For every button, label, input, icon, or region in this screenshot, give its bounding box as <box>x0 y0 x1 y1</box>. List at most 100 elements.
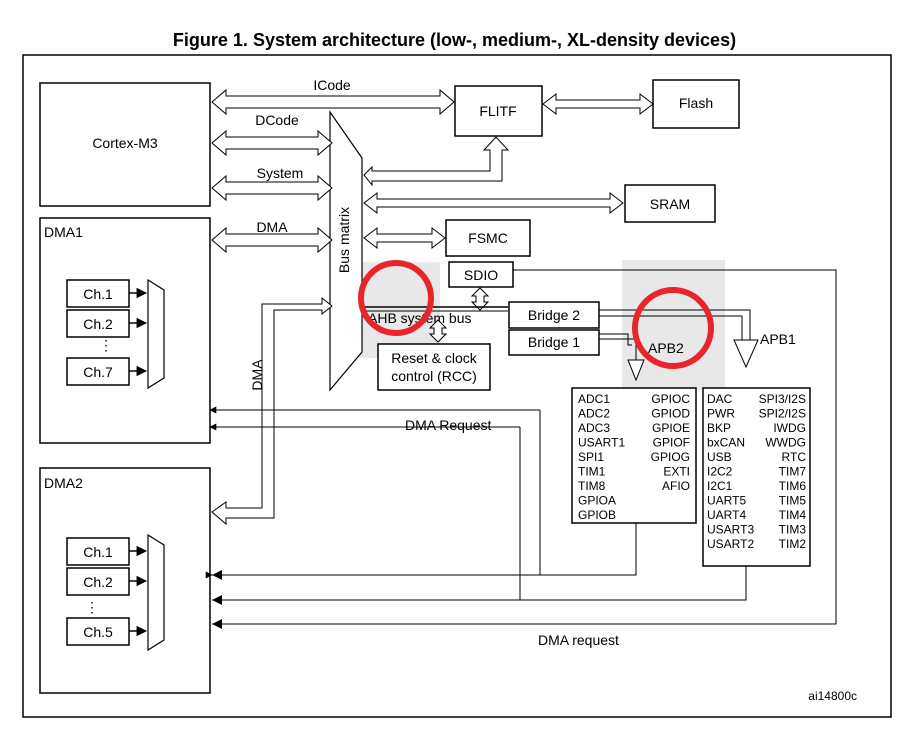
dma2-channels: Ch.1Ch.2Ch.5 <box>66 537 148 646</box>
apb1-peripheral: UART4 <box>707 508 746 522</box>
rcc-link <box>428 319 448 343</box>
sdio-ahb-link <box>470 287 490 311</box>
dma-channel-label: Ch.1 <box>83 544 113 560</box>
dma-channel-box <box>66 567 130 596</box>
apb2-peripheral: GPIOA <box>578 494 616 508</box>
bridge1-block <box>508 329 600 356</box>
figure-id: ai14800c <box>808 689 857 703</box>
rcc-label-1: Reset & clock <box>391 350 478 366</box>
highlight-circle-ahb <box>358 260 434 336</box>
flash-label: Flash <box>679 95 713 111</box>
apb2-peripheral: ADC1 <box>578 392 610 406</box>
flash-block <box>652 79 740 129</box>
dma2-bus-link <box>211 296 333 526</box>
arrowhead-3 <box>212 619 222 629</box>
apb1-peripheral: USART3 <box>707 523 754 537</box>
apb2-peripheral: ADC3 <box>578 421 610 435</box>
apb2-peripheral: ADC2 <box>578 407 610 421</box>
apb2-peripheral: GPIOB <box>578 508 616 522</box>
apb1-peripheral: TIM7 <box>779 465 807 479</box>
matrix-sram-link <box>363 191 624 215</box>
cortex-m3-block <box>39 82 211 207</box>
dma2-request-2 <box>212 566 747 601</box>
bridge1-label: Bridge 1 <box>528 334 580 350</box>
apb1-peripheral: USART2 <box>707 537 754 551</box>
apb1-arrow <box>733 339 759 369</box>
dma-vertical-label: DMA <box>249 359 265 391</box>
apb1-peripheral: WWDG <box>765 436 806 450</box>
dma-channel-label: Ch.7 <box>83 364 113 380</box>
apb1-label: APB1 <box>760 331 796 347</box>
apb1-peripheral: TIM5 <box>779 494 807 508</box>
dma-channel-label: Ch.2 <box>83 574 113 590</box>
dma-channel-box <box>66 537 130 566</box>
dma1-mux <box>147 278 165 390</box>
apb2-peripheral: USART1 <box>578 436 625 450</box>
apb1-peripheral: SPI2/I2S <box>759 407 806 421</box>
highlight-circle-apb2 <box>632 287 714 369</box>
dma2-mux <box>147 533 165 652</box>
dma-channel-label: Ch.2 <box>83 316 113 332</box>
dma1-channels: Ch.1Ch.2Ch.7 <box>66 279 148 386</box>
apb1-peripheral-list-left: DACPWRBKPbxCANUSBI2C2I2C1UART5UART4USART… <box>707 392 754 551</box>
apb2-peripheral: GPIOE <box>652 421 690 435</box>
apb1-peripheral: TIM3 <box>779 523 807 537</box>
apb2-peripheral: GPIOF <box>653 436 690 450</box>
apb1-peripheral: BKP <box>707 421 731 435</box>
fsmc-label: FSMC <box>468 230 508 246</box>
cortex-m3-label: Cortex-M3 <box>92 135 158 151</box>
dcode-bus <box>211 129 333 157</box>
dma1-label: DMA1 <box>44 224 83 240</box>
apb1-peripheral: PWR <box>707 407 735 421</box>
apb2-label: APB2 <box>648 340 684 356</box>
sram-block <box>624 184 716 223</box>
rcc-block <box>377 343 491 391</box>
apb1-peripheral: TIM4 <box>779 508 807 522</box>
apb2-peripheral: SPI1 <box>578 450 604 464</box>
dma-channel-label: Ch.5 <box>83 624 113 640</box>
apb1-peripheral: RTC <box>782 450 807 464</box>
apb1-peripheral: I2C2 <box>707 465 733 479</box>
system-label: System <box>257 165 304 181</box>
fsmc-block <box>445 219 531 257</box>
apb2-peripheral: GPIOG <box>651 450 690 464</box>
apb1-peripherals <box>702 387 811 567</box>
bridge2-block <box>508 301 600 329</box>
dma1-ellipsis: ⋮ <box>99 337 113 353</box>
dma-channel-box <box>66 357 130 386</box>
bus-matrix <box>329 110 363 392</box>
bus-matrix-label: Bus matrix <box>336 207 352 273</box>
figure-title: Figure 1. System architecture (low-, med… <box>172 30 737 50</box>
apb2-request-path <box>539 410 637 576</box>
dcode-label: DCode <box>255 112 299 128</box>
flitf-flash-link <box>542 92 654 116</box>
sdio-block <box>448 261 514 288</box>
ahb-label: AHB system bus <box>368 310 471 326</box>
system-bus <box>211 174 333 202</box>
apb1-connector <box>599 309 751 340</box>
apb1-peripheral: UART5 <box>707 494 746 508</box>
apb2-peripherals <box>571 387 697 524</box>
dma2-label: DMA2 <box>44 475 83 491</box>
apb2-peripheral: EXTI <box>663 465 690 479</box>
arrowhead-1 <box>212 570 222 580</box>
dma-bus-label: DMA <box>256 219 288 235</box>
apb1-peripheral: TIM2 <box>779 537 807 551</box>
sdio-request-path <box>212 269 837 625</box>
dma2-ellipsis: ⋮ <box>85 599 99 615</box>
icode-label: ICode <box>313 77 351 93</box>
apb1-peripheral-list-right: SPI3/I2SSPI2/I2SIWDGWWDGRTCTIM7TIM6TIM5T… <box>759 392 807 551</box>
icode-bus <box>211 88 455 116</box>
flitf-block <box>454 85 543 137</box>
dma-channel-label: Ch.1 <box>83 286 113 302</box>
matrix-fsmc-link <box>363 226 446 250</box>
apb2-peripheral: AFIO <box>662 479 690 493</box>
dma-bus <box>211 226 333 254</box>
apb2-arrow <box>627 359 645 382</box>
apb2-peripheral: GPIOC <box>651 392 690 406</box>
apb1-peripheral: bxCAN <box>707 436 745 450</box>
apb1-connector-2 <box>599 315 743 340</box>
